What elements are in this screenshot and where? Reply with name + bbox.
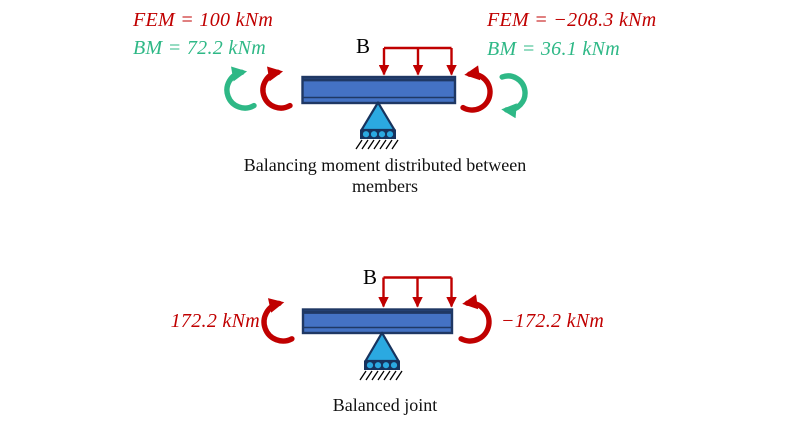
top-figure-graphics (224, 46, 528, 150)
caption-line-2: members (352, 176, 418, 196)
caption-line-1: Balancing moment distributed between (243, 155, 527, 175)
balanced-moment-left-label: 172.2 kNm (170, 310, 260, 332)
moment-arrow-left-icon (261, 298, 295, 344)
bm-left-label: BM = 72.2 kNm (133, 37, 266, 59)
point-load-group-icon (378, 276, 457, 308)
beam (301, 75, 457, 105)
joint-b-label: B (356, 34, 371, 58)
ground-hatching (359, 370, 403, 381)
balanced-moment-right-label: −172.2 kNm (501, 310, 605, 332)
moment-arrow-right-icon (458, 294, 492, 344)
top-figure-caption: Balancing moment distributed between mem… (185, 155, 585, 197)
fem-left-label: FEM = 100 kNm (133, 9, 274, 31)
support-icon (355, 101, 399, 150)
caption-line-1: Balanced joint (332, 395, 438, 415)
support-icon (359, 331, 403, 381)
moment-arrow-bm-right-icon (499, 73, 528, 119)
joint-b-label: B (363, 265, 378, 289)
point-load-group-icon (378, 46, 457, 76)
bm-right-label: BM = 36.1 kNm (487, 38, 620, 60)
roller-bar (360, 129, 396, 139)
moment-arrow-fem-right-icon (460, 65, 493, 113)
bottom-figure-caption: Balanced joint (185, 395, 585, 416)
bottom-figure-graphics (261, 276, 492, 381)
fem-right-label: FEM = −208.3 kNm (487, 9, 657, 31)
moment-arrow-bm-left-icon (224, 66, 257, 111)
moment-arrow-fem-left-icon (260, 66, 293, 111)
ground-hatching (355, 139, 399, 150)
beam (301, 308, 454, 335)
roller-bar (364, 360, 400, 370)
